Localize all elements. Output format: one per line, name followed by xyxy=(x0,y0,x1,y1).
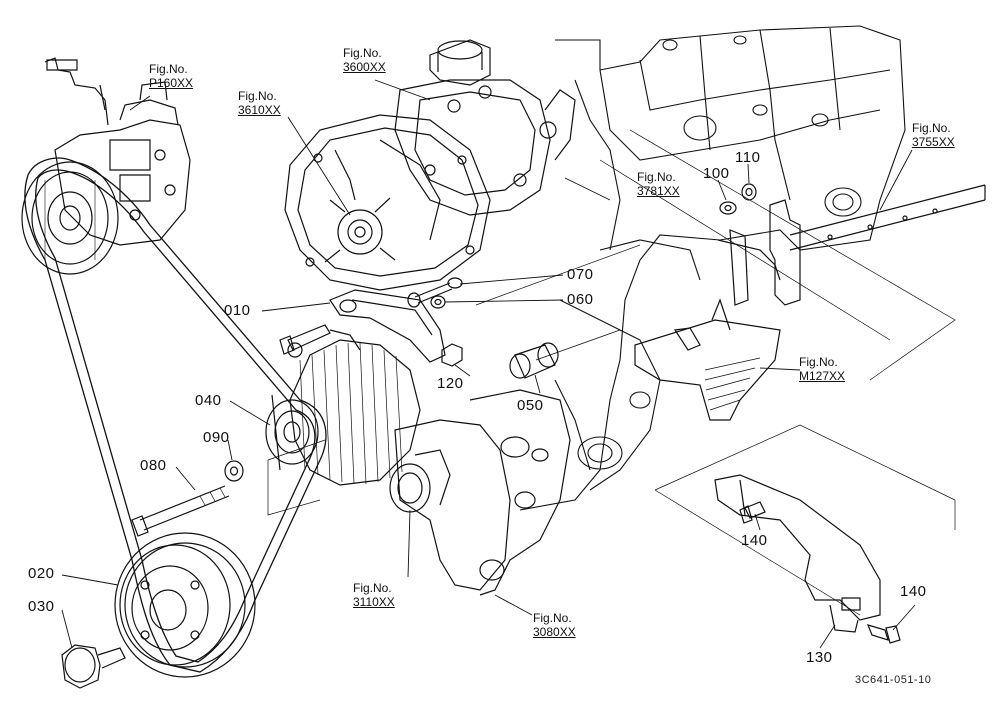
part-label-110: 110 xyxy=(735,149,761,166)
part-label-020: 020 xyxy=(28,565,55,582)
gear-case xyxy=(390,390,570,595)
thermostat-housing xyxy=(395,40,575,215)
bush-100 xyxy=(720,202,736,214)
washer-060 xyxy=(431,296,445,308)
fig-ref-P160: Fig.No.P160XX xyxy=(149,62,194,90)
part-label-060: 060 xyxy=(567,291,594,308)
part-label-040: 040 xyxy=(195,392,222,409)
leader-lines xyxy=(62,80,915,648)
part-label-100: 100 xyxy=(703,165,730,182)
center-lines xyxy=(268,130,955,615)
part-label-140-lower: 140 xyxy=(900,583,927,600)
bolt-010-upper xyxy=(280,325,330,354)
part-label-090: 090 xyxy=(203,429,230,446)
fig-ref-3110: Fig.No.3110XX xyxy=(353,581,395,609)
bracket-130 xyxy=(715,475,880,632)
bolt-140-lower xyxy=(868,625,900,643)
part-label-010: 010 xyxy=(224,302,251,319)
fig-ref-3600: Fig.No.3600XX xyxy=(343,46,386,74)
bolt-140-upper xyxy=(740,502,765,523)
crank-pulley-020 xyxy=(115,533,255,677)
fig-ref-3755: Fig.No.3755XX xyxy=(912,121,955,149)
crank-bolt-030 xyxy=(62,645,125,688)
engine-block xyxy=(520,26,905,510)
drawing-code: 3C641-051-10 xyxy=(855,674,932,686)
bracket-plate-m127 xyxy=(635,300,780,420)
fan-pump-pulley-upper xyxy=(22,162,118,274)
water-pump xyxy=(285,115,490,290)
part-label-140-upper: 140 xyxy=(741,532,768,549)
fig-ref-3781: Fig.No.3781XX xyxy=(637,170,680,198)
washer-090 xyxy=(225,461,243,481)
part-label-080: 080 xyxy=(140,457,167,474)
fig-ref-3610: Fig.No.3610XX xyxy=(238,89,281,117)
v-belt xyxy=(25,158,326,672)
alternator-040 xyxy=(266,330,420,485)
fuel-injection-pump xyxy=(45,58,190,245)
spacer-050 xyxy=(510,343,558,378)
bracket-upper-right xyxy=(718,200,800,305)
frame-rail-3755 xyxy=(790,185,985,250)
part-label-070: 070 xyxy=(567,266,594,283)
nut-120 xyxy=(442,344,462,366)
bolt-080 xyxy=(132,486,229,536)
part-label-130: 130 xyxy=(806,649,833,666)
part-label-120: 120 xyxy=(437,375,464,392)
collar-110 xyxy=(742,184,756,200)
part-label-050: 050 xyxy=(517,397,544,414)
fig-ref-3080: Fig.No.3080XX xyxy=(533,611,576,639)
fig-ref-M127: Fig.No.M127XX xyxy=(799,355,846,383)
adjusting-link-010 xyxy=(330,290,445,362)
part-label-030: 030 xyxy=(28,598,55,615)
